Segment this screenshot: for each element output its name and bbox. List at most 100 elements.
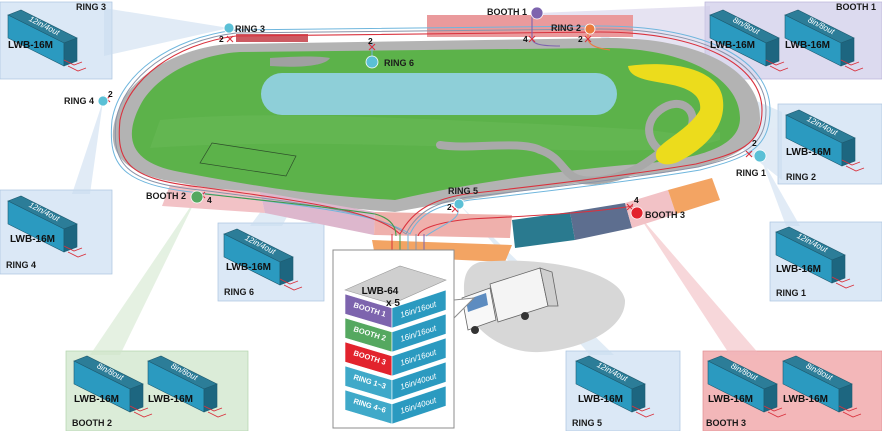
unit-ring2-name: RING 2	[786, 172, 816, 182]
unit-ring5-model-1: LWB-16M	[578, 394, 623, 405]
track-point-ring3-label: RING 3	[235, 24, 265, 34]
truck-wheel-front	[471, 326, 479, 334]
central-module-1-io-face	[391, 289, 447, 329]
inner-road	[436, 100, 697, 185]
paddock-outline	[199, 142, 297, 177]
track-point-booth1-label: BOOTH 1	[487, 7, 527, 17]
unit-booth3-model-2: LWB-16M	[783, 394, 828, 405]
track-point-ring1-dot	[753, 149, 767, 163]
unit-booth2-model-2: LWB-16M	[148, 394, 193, 405]
mark-ring2	[584, 35, 592, 43]
unit-ring3-model-1: LWB-16M	[8, 40, 53, 51]
unit-ring4-box-1-side	[63, 223, 78, 253]
track-point-booth2-count: 4	[207, 195, 212, 205]
track-point-booth1-count: 4	[523, 34, 528, 44]
track-point-booth2-label: BOOTH 2	[146, 191, 186, 201]
yellow-area	[628, 64, 724, 165]
truck-window	[466, 293, 488, 312]
unit-booth1-box-1: 8in/8out	[709, 9, 789, 72]
cable-booth2-green	[204, 193, 397, 237]
cable-booth3-red	[417, 205, 634, 237]
track-point-ring1-label: RING 1	[736, 168, 766, 178]
unit-booth1-box-2-cable	[840, 59, 864, 72]
unit-ring3-box-1-side	[63, 37, 78, 67]
unit-booth3-box-2-cable	[838, 405, 862, 418]
mark-ring6	[368, 43, 376, 51]
track-point-ring5-dot	[453, 198, 465, 210]
track-point-ring2-label: RING 2	[551, 23, 581, 33]
track-point-booth3-label: BOOTH 3	[645, 210, 685, 220]
unit-booth2-box-2-side	[203, 383, 218, 413]
truck-wheel-rear	[521, 312, 529, 320]
cable-network	[110, 16, 771, 250]
truck-cargo-side	[539, 267, 559, 307]
central-module-5-io-face	[391, 385, 447, 425]
unit-ring1-name: RING 1	[776, 288, 806, 298]
track-point-booth1: BOOTH 1 4	[487, 6, 544, 44]
unit-ring3-box-1: 12in/4out	[7, 9, 87, 72]
track-point-ring5-count: 2	[447, 202, 452, 212]
unit-ring3-name: RING 3	[76, 2, 106, 12]
track-point-booth3: BOOTH 34	[630, 195, 685, 220]
track-point-ring4-dot	[97, 95, 109, 107]
unit-ring2-box-1-cable	[841, 159, 865, 172]
unit-booth3-model-1: LWB-16M	[708, 394, 753, 405]
unit-booth1-box-2-side	[840, 37, 855, 67]
unit-ring1-box-1-side	[831, 254, 846, 284]
building-top-left	[236, 34, 308, 42]
track-point-ring6-count: 2	[368, 36, 373, 46]
unit-booth1-box-1-side	[765, 37, 780, 67]
stand-teal	[512, 212, 575, 248]
unit-booth2-model-1: LWB-16M	[74, 394, 119, 405]
unit-ring1-model-1: LWB-16M	[776, 264, 821, 275]
unit-booth2-box-1: 8in/8out	[73, 355, 153, 418]
track-point-ring5-label: RING 5	[448, 186, 478, 196]
cable-ring-red	[118, 31, 763, 235]
central-unit-top	[344, 265, 447, 305]
track-point-ring5: RING 5 2	[447, 186, 478, 212]
unit-ring1-box-1: 12in/4out	[775, 226, 855, 289]
track-point-ring4-count: 2	[108, 89, 113, 99]
central-module-4-io-face	[391, 361, 447, 401]
beam-booth2	[90, 197, 197, 355]
stand-center	[374, 212, 512, 238]
track-point-ring3: RING 32	[219, 22, 265, 44]
unit-booth2-name: BOOTH 2	[72, 418, 112, 428]
cable-booth1-purple	[531, 16, 561, 47]
mark-ring1	[745, 150, 753, 158]
unit-ring6-name: RING 6	[224, 287, 254, 297]
unit-booth1-model-2: LWB-16M	[785, 40, 830, 51]
cable-ring5-drop	[425, 204, 459, 237]
stand-orange-right	[668, 178, 720, 214]
unit-ring5-name: RING 5	[572, 418, 602, 428]
unit-ring2-box-1-side	[841, 137, 856, 167]
track-point-ring2: RING 22	[551, 23, 596, 44]
unit-ring6-box-1-cable	[279, 278, 303, 291]
beam-ring4	[72, 101, 103, 194]
beam-booth3	[637, 213, 760, 355]
unit-ring6-model-1: LWB-16M	[226, 262, 271, 273]
beam-ring1	[760, 156, 800, 226]
track-point-ring4: RING 4 2	[64, 89, 113, 107]
mark-ring3	[226, 35, 234, 43]
track-point-ring6: RING 62	[365, 36, 414, 69]
unit-booth3-box-2-side	[838, 383, 853, 413]
unit-ring4-model-1: LWB-16M	[10, 234, 55, 245]
track-point-ring4-label: RING 4	[64, 96, 94, 106]
unit-booth2-box-1-side	[129, 383, 144, 413]
cable-ring-blue	[110, 25, 771, 235]
central-unit-qty: x 5	[386, 298, 400, 309]
unit-booth3-box-1-side	[763, 383, 778, 413]
mark-booth3	[626, 203, 634, 211]
mark-booth1	[528, 35, 536, 43]
